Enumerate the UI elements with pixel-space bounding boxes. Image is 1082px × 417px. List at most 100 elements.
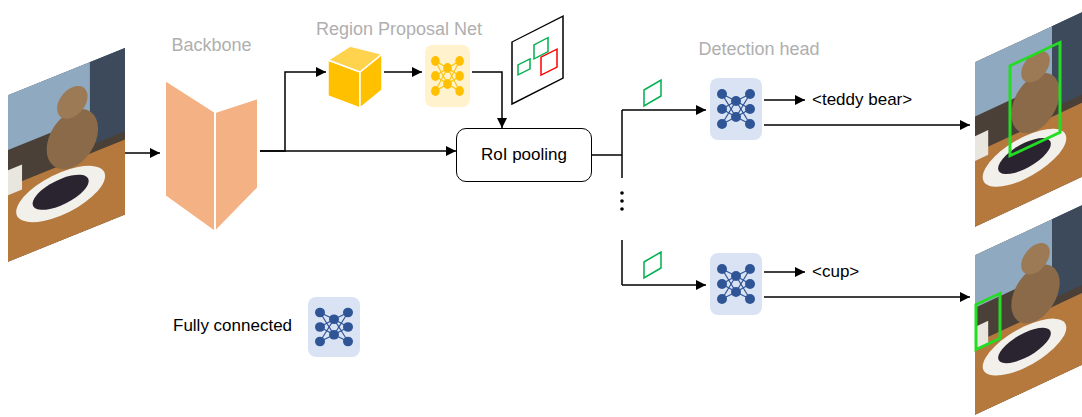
photo bbox=[8, 48, 125, 262]
ellipsis-dots bbox=[620, 191, 624, 195]
fully-connected-icon bbox=[710, 253, 762, 315]
connector-arrow bbox=[260, 72, 326, 151]
fully-connected-icon bbox=[731, 271, 741, 281]
fully-connected-icon bbox=[431, 71, 440, 81]
ellipsis-dots bbox=[620, 207, 624, 211]
legend-swatch bbox=[343, 337, 353, 347]
connector-arrow bbox=[260, 150, 456, 152]
backbone-shape bbox=[165, 80, 215, 232]
legend-swatch bbox=[329, 330, 339, 340]
connector-arrow bbox=[472, 72, 502, 128]
roi-wires bbox=[621, 240, 623, 285]
legend-swatch bbox=[315, 308, 325, 318]
proposal-map bbox=[534, 38, 548, 59]
legend-swatch bbox=[315, 337, 325, 347]
fully-connected-icon bbox=[717, 279, 727, 289]
fully-connected-icon bbox=[745, 294, 755, 304]
backbone-block: Backbone bbox=[163, 78, 260, 234]
roi-wires bbox=[592, 110, 706, 285]
legend-swatch bbox=[343, 308, 353, 318]
block-heading: Region Proposal Net bbox=[316, 19, 482, 40]
fully-connected-icon bbox=[745, 119, 755, 129]
proposal-map bbox=[518, 59, 530, 75]
legend-swatch bbox=[308, 297, 360, 357]
fully-connected-icon bbox=[717, 119, 727, 129]
photo bbox=[976, 293, 1000, 349]
backbone-shape bbox=[215, 98, 258, 232]
photo bbox=[983, 307, 1067, 388]
photo bbox=[975, 11, 1082, 227]
legend-text: Fully connected bbox=[173, 316, 292, 336]
backbone-shape bbox=[163, 78, 260, 234]
roi-wires bbox=[592, 154, 622, 156]
box-label: RoI pooling bbox=[481, 145, 567, 165]
fully-connected-icon bbox=[710, 78, 762, 315]
fully-connected-icon bbox=[731, 287, 741, 297]
roi-wires bbox=[622, 109, 706, 111]
roi-feature bbox=[644, 80, 661, 106]
ellipsis-dots bbox=[620, 191, 624, 211]
legend-swatch bbox=[329, 314, 339, 324]
fully-connected-icon bbox=[710, 78, 762, 140]
roi-wires bbox=[622, 284, 706, 286]
fully-connected-icon bbox=[717, 294, 727, 304]
fully-connected-icon bbox=[717, 104, 727, 114]
proposal-net-shape bbox=[328, 46, 382, 72]
photo bbox=[16, 154, 105, 233]
fully-connected-icon bbox=[455, 56, 464, 66]
fully-connected-icon bbox=[717, 89, 727, 99]
fully-connected-icon bbox=[425, 45, 470, 107]
head-output-arrows bbox=[764, 124, 970, 126]
class-output: <cup> bbox=[812, 262, 859, 282]
fully-connected-icon bbox=[745, 104, 755, 114]
proposal-net: Region Proposal Net bbox=[326, 44, 472, 110]
photo bbox=[8, 48, 125, 262]
proposal-map bbox=[541, 49, 557, 75]
photo bbox=[975, 11, 1082, 227]
ellipsis-dots bbox=[620, 199, 624, 203]
fully-connected-icon bbox=[731, 96, 741, 106]
input-arrow bbox=[125, 153, 160, 154]
proposal-map bbox=[512, 16, 563, 104]
photo bbox=[998, 131, 1051, 182]
proposal-net-shape bbox=[384, 71, 422, 73]
fully-connected-icon bbox=[731, 112, 741, 122]
head-output-arrows bbox=[764, 99, 805, 101]
fully-connected-icon bbox=[431, 56, 440, 66]
photo bbox=[998, 320, 1051, 370]
photo bbox=[8, 48, 125, 262]
fully-connected-icon bbox=[455, 71, 464, 81]
photo bbox=[33, 168, 89, 217]
fully-connected-icon bbox=[455, 86, 464, 96]
photo bbox=[1021, 238, 1050, 280]
input-arrow bbox=[125, 152, 160, 154]
legend-swatch bbox=[315, 322, 325, 332]
photo bbox=[1021, 46, 1050, 88]
head-output-arrows bbox=[764, 296, 970, 298]
fully-connected-icon bbox=[745, 89, 755, 99]
fully-connected-icon bbox=[425, 45, 470, 107]
roi-feature bbox=[644, 80, 661, 278]
roi-wires bbox=[621, 110, 623, 178]
legend-swatch bbox=[308, 297, 360, 357]
photo bbox=[975, 204, 1082, 415]
head-output-arrows bbox=[764, 271, 805, 273]
head-output-arrows bbox=[764, 100, 970, 297]
photo bbox=[983, 117, 1067, 199]
roi-feature bbox=[644, 252, 661, 278]
fully-connected-icon bbox=[710, 253, 762, 315]
photo bbox=[57, 81, 87, 124]
fully-connected-icon bbox=[431, 86, 440, 96]
fully-connected-icon bbox=[745, 279, 755, 289]
class-output: <teddy bear> bbox=[812, 90, 912, 110]
proposal-net-shape bbox=[326, 44, 472, 110]
photo bbox=[1010, 42, 1060, 155]
block-heading: Backbone bbox=[171, 35, 251, 56]
photo bbox=[975, 204, 1082, 415]
photo bbox=[8, 164, 22, 195]
proposal-map bbox=[512, 16, 563, 104]
photo bbox=[975, 204, 1082, 415]
